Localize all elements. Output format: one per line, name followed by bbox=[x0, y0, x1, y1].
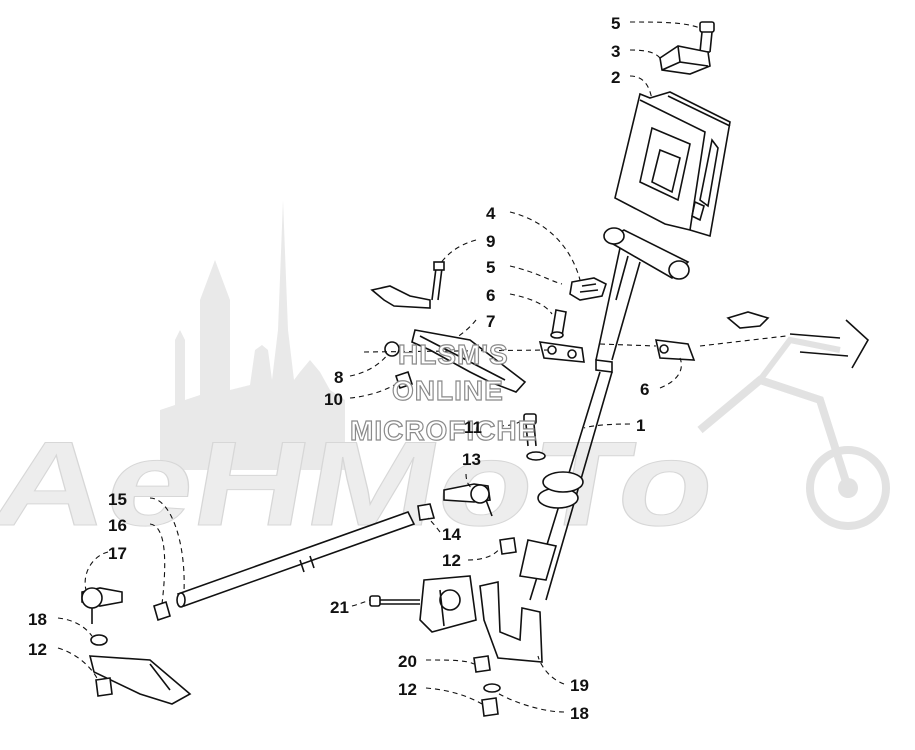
callout-11: 11 bbox=[464, 418, 482, 437]
callout-8: 8 bbox=[334, 368, 343, 387]
jam-nut-16 bbox=[153, 600, 171, 622]
callout-19: 19 bbox=[570, 676, 589, 695]
steering-arm bbox=[411, 329, 527, 393]
nut-8 bbox=[384, 341, 400, 357]
callout-6-right: 6 bbox=[640, 380, 649, 399]
callout-12-mid: 12 bbox=[442, 551, 461, 570]
callout-17: 17 bbox=[108, 544, 127, 563]
callout-9: 9 bbox=[486, 232, 495, 251]
handlebar-clamp bbox=[659, 45, 711, 75]
parts bbox=[81, 21, 870, 717]
callout-labels: 5 3 2 4 9 5 6 7 8 10 6 11 1 13 14 12 15 … bbox=[28, 14, 649, 723]
jam-nut-14 bbox=[417, 503, 436, 521]
watermark-motorcycle bbox=[697, 336, 890, 530]
watermark-site-line3: MICROFICHE bbox=[350, 415, 537, 446]
leader-lines bbox=[57, 21, 787, 713]
callout-20: 20 bbox=[398, 652, 417, 671]
arm-clamp-right bbox=[654, 339, 696, 361]
callout-12-left: 12 bbox=[28, 640, 47, 659]
callout-7: 7 bbox=[486, 312, 495, 331]
callout-6-left: 6 bbox=[486, 286, 495, 305]
watermark-site-line2: ONLINE bbox=[392, 375, 504, 406]
steering-bracket bbox=[479, 581, 543, 663]
reference-arrow-left bbox=[370, 285, 431, 309]
bearing-block bbox=[419, 575, 477, 633]
callout-5-top: 5 bbox=[611, 14, 620, 33]
callout-14: 14 bbox=[442, 525, 461, 544]
bolt-plate bbox=[538, 341, 585, 363]
handlebar-block bbox=[569, 277, 607, 301]
watermark-site-line1: HLSM'S bbox=[398, 339, 509, 370]
callout-10: 10 bbox=[324, 390, 343, 409]
screw-9 bbox=[431, 261, 445, 301]
nut-20 bbox=[473, 655, 491, 673]
callout-18-left: 18 bbox=[28, 610, 47, 629]
callout-1: 1 bbox=[636, 416, 645, 435]
steering-post bbox=[519, 227, 690, 601]
tie-rod-end-upper bbox=[443, 483, 493, 517]
tie-rod bbox=[176, 511, 416, 608]
washer-18-left bbox=[90, 634, 108, 646]
reference-arrow-right bbox=[726, 311, 870, 369]
nut-10 bbox=[394, 370, 414, 390]
callout-15: 15 bbox=[108, 490, 127, 509]
screw-21 bbox=[369, 595, 420, 607]
callout-16: 16 bbox=[108, 516, 127, 535]
callout-3: 3 bbox=[611, 42, 620, 61]
watermark: AeHMoTo bbox=[0, 200, 890, 551]
watermark-brand: AeHMoTo bbox=[0, 417, 727, 551]
ball-joint bbox=[81, 587, 123, 624]
cap-screw-top bbox=[699, 21, 715, 53]
bolt-11 bbox=[523, 413, 546, 461]
steering-pad bbox=[614, 91, 731, 238]
callout-5-mid: 5 bbox=[486, 258, 495, 277]
nut-12-bottom bbox=[481, 697, 499, 717]
nut-12-mid bbox=[499, 537, 517, 555]
set-screw bbox=[550, 309, 567, 339]
callout-18-bottom: 18 bbox=[570, 704, 589, 723]
callout-21: 21 bbox=[330, 598, 349, 617]
callout-12-bottom: 12 bbox=[398, 680, 417, 699]
lower-steering-arm bbox=[88, 655, 192, 705]
callout-2: 2 bbox=[611, 68, 620, 87]
callout-4: 4 bbox=[486, 204, 496, 223]
washer-18-bottom bbox=[483, 683, 501, 693]
callout-13: 13 bbox=[462, 450, 481, 469]
nut-12-left bbox=[95, 677, 113, 697]
site-watermark: HLSM'S ONLINE MICROFICHE bbox=[349, 338, 537, 446]
